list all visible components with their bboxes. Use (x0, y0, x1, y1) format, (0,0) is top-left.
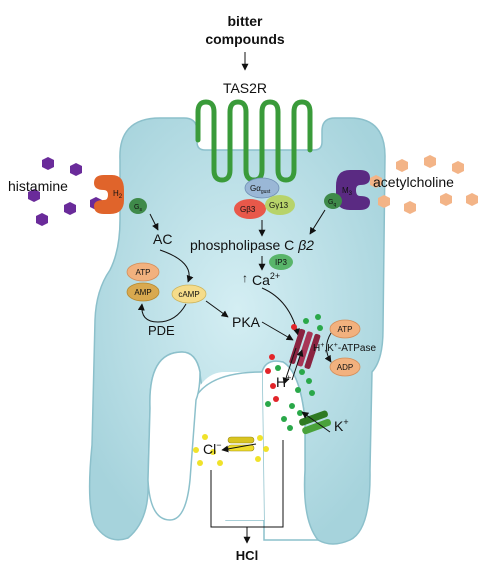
adp-label: ADP (337, 363, 353, 372)
adp-oval (329, 357, 361, 377)
gbeta-label: Gβ3 (240, 205, 256, 214)
camp-to-pka-arrow (205, 300, 229, 318)
k-channel (299, 410, 332, 435)
bitter-label-line1: bitter (228, 13, 264, 29)
phospholipase-label: phospholipase C β2 (190, 237, 314, 253)
h2-receptor (94, 175, 124, 214)
galpha-label: Gαgust (250, 184, 271, 195)
m3-label: M3 (342, 186, 353, 197)
hcl-label: HCl (236, 548, 258, 563)
atp-oval-right (329, 319, 361, 339)
galpha-gust (244, 177, 280, 199)
kplus-label: K+ (334, 417, 349, 434)
gs-to-ac-arrow (149, 213, 159, 231)
bitter-label-line2: compounds (205, 31, 285, 47)
camp-oval (171, 284, 207, 304)
cl-dots (193, 434, 269, 466)
ca-arrow-label: ↑ (242, 271, 248, 285)
ion-dots-pump (265, 314, 323, 431)
amp-oval (126, 282, 160, 302)
amp-label: AMP (134, 288, 151, 297)
atp-oval-left (126, 262, 160, 282)
ca-to-pump-arrow (261, 287, 301, 336)
atp-to-adp-arrow (324, 332, 332, 363)
cl-out-arrow (221, 443, 257, 453)
tas2r-label: TAS2R (223, 80, 267, 96)
gs-protein (129, 198, 147, 214)
pka-label: PKA (232, 314, 261, 330)
h2-label: H2 (113, 189, 123, 200)
ac-label: AC (153, 231, 172, 247)
pump-label: H+,K+-ATPase (313, 342, 376, 354)
pde-cycle-arrow (137, 303, 187, 323)
k-in-arrow (291, 349, 304, 381)
gbeta3 (234, 199, 266, 219)
histamine-label: histamine (8, 178, 68, 194)
gs-label: Gs (134, 204, 142, 213)
atp-label-left: ATP (136, 268, 151, 277)
canaliculus (261, 360, 320, 541)
pde-label: PDE (148, 323, 175, 338)
h-out-arrow (282, 347, 297, 385)
atp-label-right: ATP (338, 325, 353, 334)
gq-protein (324, 193, 342, 209)
clminus-label: Cl− (203, 440, 222, 457)
ip3-oval (269, 254, 293, 270)
gq-to-plc-arrow (309, 209, 326, 235)
k-out-arrow (301, 411, 331, 433)
hplus-label: H+ (276, 373, 291, 390)
ggamma13 (265, 195, 295, 215)
ip3-label: IP3 (275, 258, 288, 267)
ac-cycle-arrow (159, 249, 194, 283)
pka-to-pump-arrow (261, 321, 294, 341)
acetylcholine-label: acetylcholine (373, 174, 454, 190)
ggamma-label: Gγ13 (269, 201, 289, 210)
camp-label: cAMP (178, 290, 199, 299)
gq-label: Gq (328, 199, 336, 208)
m3-receptor (336, 170, 370, 210)
ca-label: Ca2+ (252, 271, 280, 288)
acetylcholine-molecules (370, 155, 478, 214)
